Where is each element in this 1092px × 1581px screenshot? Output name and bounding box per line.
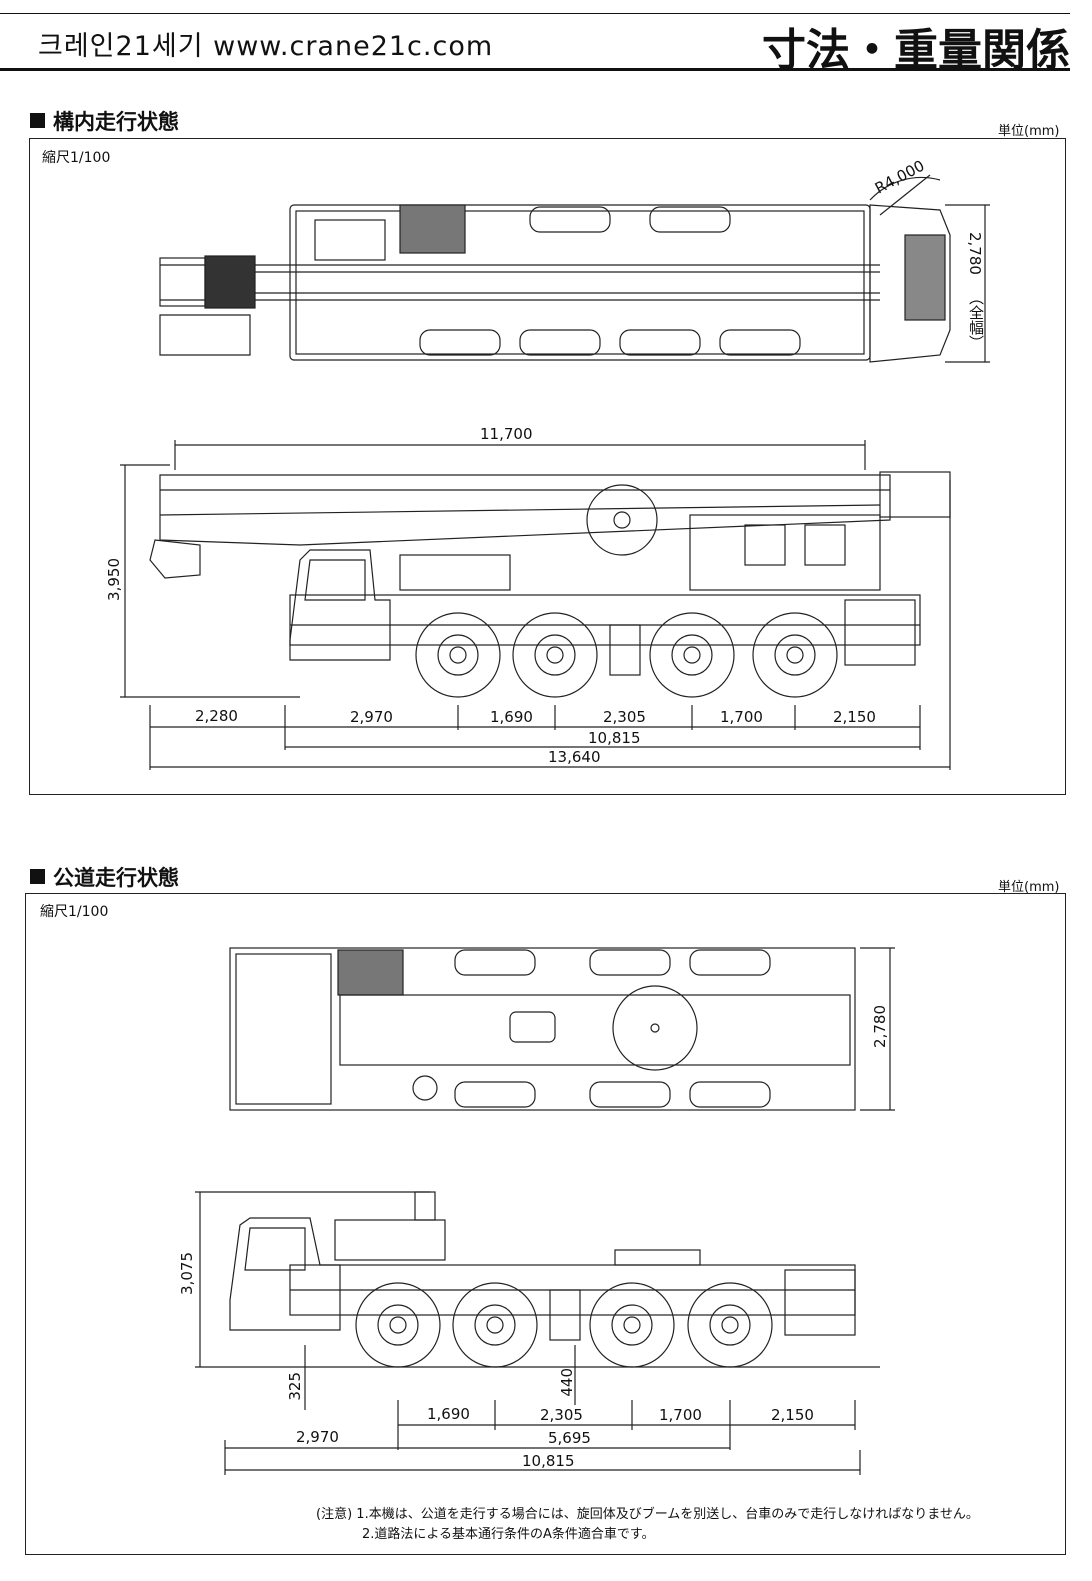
dim-width-label: （全幅） [967,290,985,350]
carrier-top-view [229,947,895,1111]
section1-title-text: 構内走行状態 [53,110,179,134]
section1-panel [29,138,1066,795]
dim-carrier-length: 10,815 [588,729,641,747]
dim-axle4: 1,700 [720,708,763,726]
note-line-2: 2.道路法による基本通行条件のA条件適合車です。 [362,1527,655,1542]
dim2-wheelbase: 5,695 [548,1429,591,1447]
carrier-side-view [195,1191,880,1475]
dim2-rear: 2,150 [771,1406,814,1424]
dim-width: 2,780 [966,232,984,275]
dim2-front: 2,970 [296,1428,339,1446]
dim-height: 3,950 [105,558,123,601]
section-bullet-icon [30,869,45,884]
dim-axle3: 2,305 [603,708,646,726]
dim2-total-length: 10,815 [522,1452,575,1470]
note-line-1: (注意) 1.本機は、公道を走行する場合には、旋回体及びブームを別送し、台車のみ… [316,1503,979,1522]
dim-rear-overhang: 2,150 [833,708,876,726]
section1-unit: 単位(mm) [998,124,1060,139]
dim-front-overhang: 2,280 [195,707,238,725]
dim-total-length: 13,640 [548,748,601,766]
section1-title: 構内走行状態 [30,106,179,136]
dim2-width: 2,780 [871,1005,889,1048]
section2-panel [25,893,1066,1555]
section2-title: 公道走行状態 [30,862,179,892]
dim2-axle4: 1,700 [659,1406,702,1424]
dim-boom-length: 11,700 [480,425,533,443]
dim2-ground-clearance: 325 [286,1372,304,1401]
header-top-rule [0,13,1070,14]
dim2-height: 3,075 [178,1252,196,1295]
section-bullet-icon [30,113,45,128]
crane-side-view [120,440,951,770]
dim2-axle-clearance: 440 [558,1368,576,1397]
dim2-axle2: 1,690 [427,1405,470,1423]
note-text-1: 1.本機は、公道を走行する場合には、旋回体及びブームを別送し、台車のみで走行しな… [356,1507,979,1522]
dim-axle2: 1,690 [490,708,533,726]
dim2-axle3: 2,305 [540,1406,583,1424]
page-title: 寸法・重量関係 [762,25,1070,76]
section2-unit: 単位(mm) [998,880,1060,895]
header-rule [0,68,1070,71]
section2-scale: 縮尺1/100 [40,904,109,920]
section1-scale: 縮尺1/100 [42,150,111,166]
site-name: 크레인21세기 www.crane21c.com [38,31,494,62]
crane-top-view [159,174,990,363]
dim-axle1: 2,970 [350,708,393,726]
note-label: (注意) [316,1507,353,1522]
section2-title-text: 公道走行状態 [53,866,179,890]
